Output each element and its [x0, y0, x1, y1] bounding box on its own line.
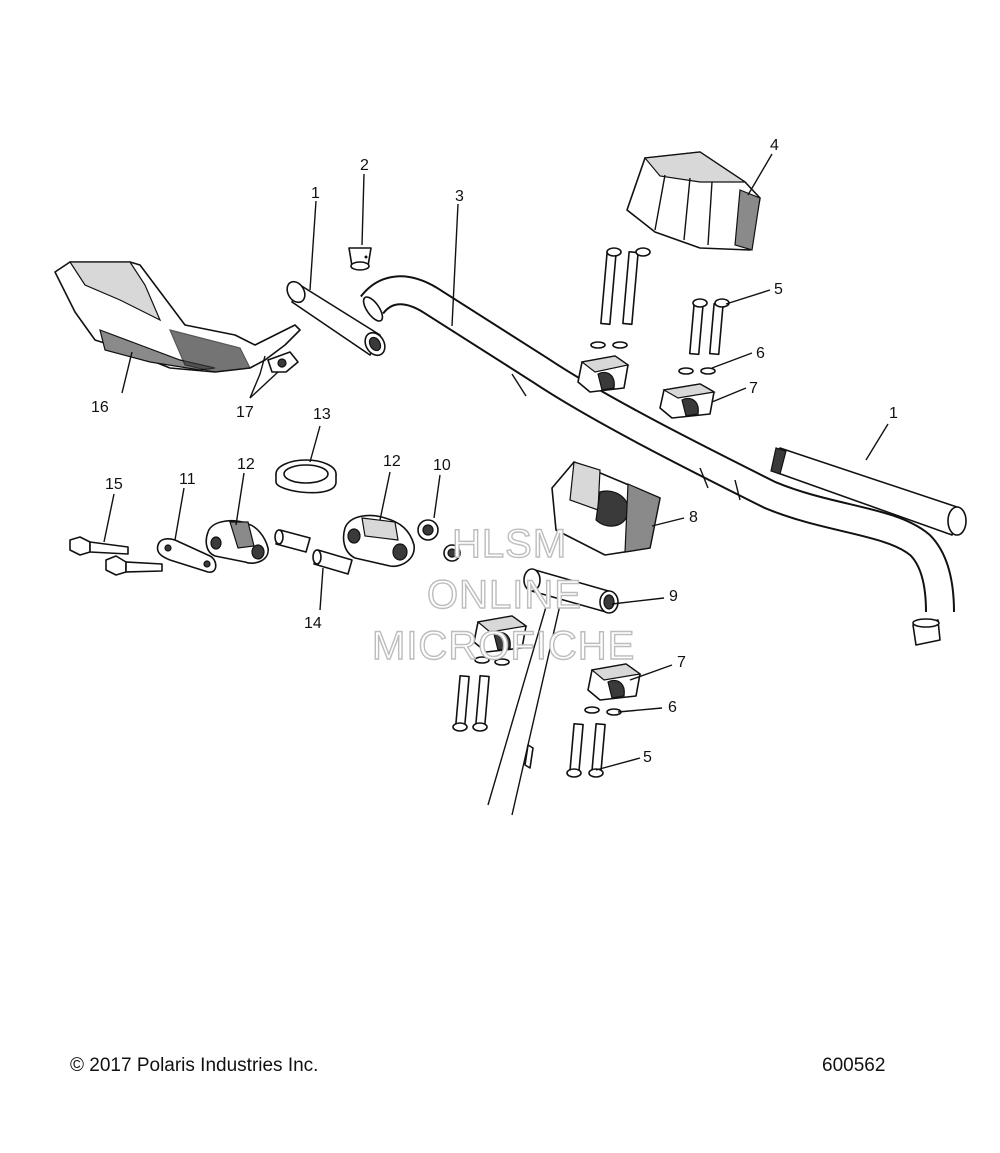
clamp-cap-upper-right [659, 383, 716, 419]
watermark-line-1: HLSM [452, 522, 567, 566]
leader-lines [103, 153, 889, 771]
callout-riser: 8 [689, 509, 698, 526]
callout-washer-upper: 6 [756, 345, 765, 362]
bolt-set-lower-right [566, 722, 606, 778]
bolt-lower [105, 555, 163, 576]
callout-mount-tube: 9 [669, 588, 678, 605]
grip-right [770, 447, 967, 536]
callout-handlebar: 3 [455, 188, 464, 205]
watermark-line-2: ONLINE [427, 573, 582, 617]
callout-clamp-cap-upper: 7 [749, 380, 758, 397]
callout-plate: 11 [179, 471, 196, 488]
callout-handlebar-pad: 4 [770, 137, 779, 154]
bolt-upper [69, 536, 129, 556]
callout-bar-end-plug: 2 [360, 157, 369, 174]
handlebar-pad [626, 151, 761, 251]
callout-handguard-clamp: 17 [236, 404, 254, 421]
plate [156, 538, 217, 573]
bolt-set-upper-right [688, 298, 730, 356]
washers-lower [474, 656, 622, 716]
callout-bushing: 10 [433, 457, 451, 474]
copyright-notice: © 2017 Polaris Industries Inc. [70, 1055, 319, 1076]
drawing-number: 600562 [822, 1055, 886, 1076]
clamp-right [342, 514, 415, 568]
callout-bolt-upper: 5 [774, 281, 783, 298]
ring [275, 459, 337, 494]
bolt-set-upper-left [600, 247, 651, 326]
grip-left [286, 280, 386, 357]
bar-end-cap [912, 618, 941, 646]
callout-spacer: 14 [304, 615, 322, 632]
bar-end-plug [348, 247, 372, 271]
handlebar [360, 275, 955, 613]
bolt-set-lower-left [452, 674, 490, 732]
clamp-cap-lower-left [473, 615, 528, 653]
callout-bolt-lower: 5 [643, 749, 652, 766]
bushing-small [443, 544, 461, 562]
callout-clamp-right: 12 [383, 453, 401, 470]
washers-upper [590, 341, 716, 375]
handguard [54, 261, 301, 373]
callout-ring: 13 [313, 406, 331, 423]
callout-washer-lower: 6 [668, 699, 677, 716]
callout-clamp-left: 12 [237, 456, 255, 473]
clamp-left [205, 519, 269, 564]
watermark-line-3: MICROFICHE [372, 624, 635, 668]
mount-tube [487, 568, 619, 816]
callout-handguard: 16 [91, 399, 109, 416]
callout-clamp-cap-lower: 7 [677, 654, 686, 671]
clamp-cap-upper-left [577, 355, 630, 393]
callout-grip-right: 1 [889, 405, 898, 422]
handguard-clamp [267, 351, 299, 373]
clamp-cap-lower-right [587, 663, 642, 701]
spacer-lower [312, 549, 353, 575]
spacer-upper [274, 529, 311, 553]
bushing [417, 519, 439, 541]
callout-grip-left: 1 [311, 185, 320, 202]
callout-bolts: 15 [105, 476, 123, 493]
watermark: HLSM ONLINE MICROFICHE [371, 521, 635, 668]
riser [551, 461, 661, 556]
